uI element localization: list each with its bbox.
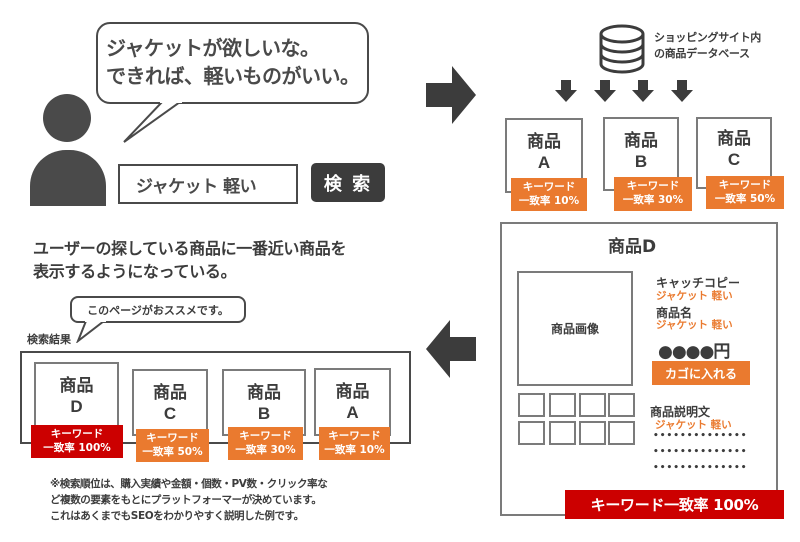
product-letter: A bbox=[537, 153, 551, 172]
description-placeholder-line: •••••••••••••• bbox=[653, 431, 748, 441]
arrow-right-icon bbox=[426, 66, 476, 124]
result-badge-a: キーワード 一致率 10% bbox=[319, 427, 390, 460]
badge-line-1: キーワード bbox=[239, 430, 292, 442]
thumbnail bbox=[518, 421, 545, 445]
product-letter: B bbox=[257, 404, 271, 423]
database-label-line-1: ショッピングサイト内 bbox=[654, 31, 761, 44]
product-detail-title: 商品D bbox=[608, 237, 657, 257]
product-letter: C bbox=[163, 404, 177, 423]
product-title: 商品 bbox=[527, 132, 561, 152]
headline-line-1: ユーザーの探している商品に一番近い商品を bbox=[33, 239, 347, 258]
product-letter: B bbox=[634, 152, 648, 171]
description-placeholder-line: •••••••••••••• bbox=[653, 463, 748, 473]
badge-line-2: 一致率 30% bbox=[622, 194, 684, 206]
badge-line-1: キーワード bbox=[50, 428, 104, 440]
badge-line-1: キーワード bbox=[146, 432, 199, 444]
database-icon bbox=[599, 24, 645, 74]
speech-line-2: できれば、軽いものがいい。 bbox=[106, 64, 360, 88]
result-card-a[interactable]: 商品 A bbox=[314, 368, 391, 436]
description-value: ジャケット 軽い bbox=[655, 419, 732, 431]
down-arrow-icon bbox=[671, 80, 693, 102]
catch-copy-value: ジャケット 軽い bbox=[656, 290, 733, 302]
product-letter: D bbox=[70, 397, 83, 416]
down-arrow-icon bbox=[555, 80, 577, 102]
search-results-label: 検索結果 bbox=[27, 333, 71, 346]
footnote: ※検索順位は、購入実績や金額・個数・PV数・クリック率な ど複数の要素をもとにプ… bbox=[50, 476, 328, 524]
product-image-label: 商品画像 bbox=[550, 322, 599, 336]
badge-line-2: 一致率 10% bbox=[518, 195, 580, 207]
badge-line-2: 一致率 10% bbox=[324, 444, 385, 456]
badge-line-1: キーワード bbox=[718, 179, 772, 191]
user-head-icon bbox=[43, 94, 91, 142]
thumbnail bbox=[518, 393, 545, 417]
speech-bubble-tail bbox=[123, 102, 182, 143]
footnote-line-3: これはあくまでもSEOをわかりやすく説明した例です。 bbox=[50, 510, 304, 522]
add-to-cart-button[interactable]: カゴに入れる bbox=[652, 361, 750, 385]
search-input[interactable]: ジャケット 軽い bbox=[118, 164, 298, 204]
badge-line-2: 一致率 30% bbox=[235, 444, 296, 456]
product-price: ●●●●円 bbox=[658, 342, 730, 362]
product-title: 商品 bbox=[624, 131, 658, 151]
user-body-icon bbox=[30, 150, 106, 206]
result-card-d[interactable]: 商品 D bbox=[34, 362, 119, 436]
catch-copy-label: キャッチコピー bbox=[656, 276, 741, 290]
speech-line-1: ジャケットが欲しいな。 bbox=[106, 36, 320, 60]
thumbnail bbox=[549, 421, 576, 445]
headline-line-2: 表示するようになっている。 bbox=[33, 262, 237, 281]
match-badge-a: キーワード 一致率 10% bbox=[511, 178, 587, 211]
badge-line-1: キーワード bbox=[328, 430, 381, 442]
recommend-bubble: このページがおススメです。 bbox=[70, 296, 246, 323]
product-image-placeholder: 商品画像 bbox=[517, 271, 633, 386]
down-arrow-icon bbox=[594, 80, 616, 102]
description-placeholder-line: •••••••••••••• bbox=[653, 447, 748, 457]
result-card-c[interactable]: 商品 C bbox=[132, 369, 208, 436]
product-name-value: ジャケット 軽い bbox=[656, 319, 733, 331]
badge-line-1: キーワード bbox=[522, 181, 576, 193]
product-letter: C bbox=[727, 150, 741, 169]
footnote-line-1: ※検索順位は、購入実績や金額・個数・PV数・クリック率な bbox=[50, 478, 328, 490]
product-name-label: 商品名 bbox=[656, 306, 693, 320]
description-label: 商品説明文 bbox=[650, 405, 711, 419]
result-badge-d: キーワード 一致率 100% bbox=[31, 425, 123, 458]
result-card-b[interactable]: 商品 B bbox=[222, 369, 306, 436]
search-query: ジャケット 軽い bbox=[136, 176, 257, 197]
footnote-line-2: ど複数の要素をもとにプラットフォーマーが決めています。 bbox=[50, 494, 322, 506]
database-label-line-2: の商品データベース bbox=[654, 47, 750, 60]
badge-line-2: 一致率 100% bbox=[43, 442, 111, 454]
thumbnail bbox=[579, 393, 606, 417]
thumbnail bbox=[608, 393, 635, 417]
product-title: 商品 bbox=[717, 129, 751, 149]
thumbnail bbox=[608, 421, 635, 445]
match-badge-c: キーワード 一致率 50% bbox=[706, 176, 784, 209]
user-speech-bubble: ジャケットが欲しいな。 できれば、軽いものがいい。 bbox=[96, 22, 369, 104]
thumbnail bbox=[579, 421, 606, 445]
recommend-bubble-tail bbox=[76, 321, 106, 343]
match-rate-banner: キーワード一致率 100% bbox=[565, 490, 784, 519]
product-title: 商品 bbox=[153, 383, 187, 403]
product-title: 商品 bbox=[247, 383, 281, 403]
recommend-text: このページがおススメです。 bbox=[87, 303, 229, 317]
explanation-headline: ユーザーの探している商品に一番近い商品を 表示するようになっている。 bbox=[33, 237, 347, 283]
product-title: 商品 bbox=[335, 382, 370, 402]
down-arrow-icon bbox=[632, 80, 654, 102]
badge-line-2: 一致率 50% bbox=[714, 193, 776, 205]
thumbnail bbox=[549, 393, 576, 417]
arrow-left-icon bbox=[426, 320, 476, 378]
match-badge-b: キーワード 一致率 30% bbox=[614, 177, 692, 211]
badge-line-2: 一致率 50% bbox=[142, 446, 203, 458]
result-badge-c: キーワード 一致率 50% bbox=[136, 429, 209, 462]
database-label: ショッピングサイト内 の商品データベース bbox=[654, 30, 761, 62]
search-button[interactable]: 検 索 bbox=[311, 163, 385, 202]
result-badge-b: キーワード 一致率 30% bbox=[228, 427, 303, 460]
badge-line-1: キーワード bbox=[626, 180, 680, 192]
product-title: 商品 bbox=[59, 376, 94, 396]
product-letter: A bbox=[346, 403, 359, 422]
